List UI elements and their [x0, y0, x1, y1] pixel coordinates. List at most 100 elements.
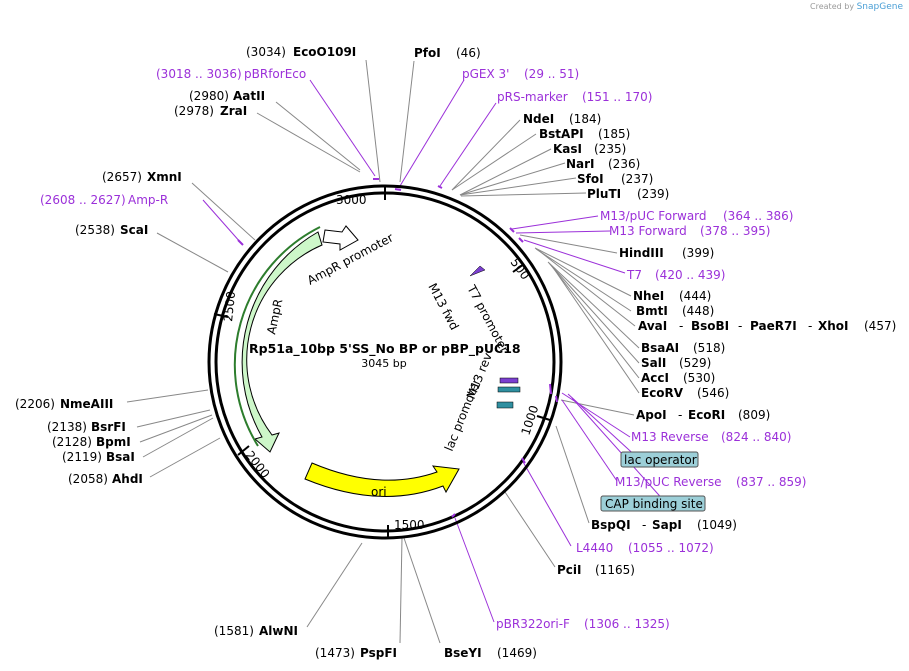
feature-range: (29 .. 51) [524, 67, 579, 81]
feature-amp-r[interactable]: (2608 .. 2627) Amp-R [40, 193, 168, 207]
site-ecoo109i[interactable]: (3034) EcoO109I [246, 45, 356, 59]
site-name: NheI [633, 289, 664, 303]
feature-pbrforeco[interactable]: (3018 .. 3036) pBRforEco [156, 67, 306, 81]
feature-pgex-3[interactable]: pGEX 3' (29 .. 51) [462, 67, 579, 81]
site-name: AccI [641, 371, 669, 385]
box-lac-operator[interactable]: lac operator [620, 451, 699, 468]
site-name: PciI [557, 563, 582, 577]
tick-label-2500: 2500 [221, 290, 238, 322]
site-position: (529) [679, 356, 711, 370]
site-name: SfoI [577, 172, 604, 186]
feature-name: pRS-marker [497, 90, 568, 104]
feature-m13-forward[interactable]: M13 Forward (378 .. 395) [609, 224, 770, 238]
site-aatii[interactable]: (2980) AatII [189, 89, 265, 103]
feature-range: (364 .. 386) [723, 209, 793, 223]
site-position: (2657) [102, 170, 142, 184]
box-label: CAP binding site [605, 497, 703, 511]
site-bspqi-sapi[interactable]: BspQI - SapI (1049) [591, 518, 737, 532]
site-name: SalI [641, 356, 666, 370]
site-name: NdeI [523, 112, 554, 126]
m13-fwd-label: M13 fwd [425, 281, 461, 333]
site-bseyi[interactable]: BseYI (1469) [444, 646, 537, 660]
site-nari[interactable]: NarI (236) [566, 157, 640, 171]
site-pspfi[interactable]: (1473) PspFI [315, 646, 397, 660]
site-position: (235) [594, 142, 626, 156]
site-name: HindIII [619, 246, 664, 260]
site-name-4: XhoI [818, 319, 849, 333]
site-apoi-ecori[interactable]: ApoI - EcoRI (809) [636, 408, 770, 422]
ampr-promoter-arrow [322, 225, 359, 251]
site-name: KasI [553, 142, 582, 156]
site-name-3: PaeR7I [750, 319, 797, 333]
site-acci[interactable]: AccI (530) [641, 371, 715, 385]
site-position: (237) [621, 172, 653, 186]
site-pluti[interactable]: PluTI (239) [587, 187, 669, 201]
site-position: (3034) [246, 45, 286, 59]
feature-name: pBRforEco [244, 67, 306, 81]
site-name: ScaI [120, 223, 148, 237]
site-name: PspFI [360, 646, 397, 660]
feature-marks [237, 178, 558, 518]
site-alwni[interactable]: (1581) AlwNI [214, 624, 298, 638]
site-bsaai[interactable]: BsaAI (518) [641, 341, 725, 355]
feature-range: (2608 .. 2627) [40, 193, 126, 207]
feature-range: (378 .. 395) [700, 224, 770, 238]
site-name-2: EcoRI [688, 408, 725, 422]
site-name: AatII [233, 89, 265, 103]
site-avai-group[interactable]: AvaI - BsoBI - PaeR7I - XhoI (457) [638, 319, 896, 333]
site-position: (185) [598, 127, 630, 141]
feature-prs-marker[interactable]: pRS-marker (151 .. 170) [497, 90, 652, 104]
site-bpmi[interactable]: (2128) BpmI [52, 435, 131, 449]
site-pcii[interactable]: PciI (1165) [557, 563, 635, 577]
site-hindiii[interactable]: HindIII (399) [619, 246, 714, 260]
feature-range: (1055 .. 1072) [628, 541, 714, 555]
site-position: (546) [697, 386, 729, 400]
site-ndei[interactable]: NdeI (184) [523, 112, 601, 126]
site-name: AlwNI [259, 624, 298, 638]
site-nmeaiii[interactable]: (2206) NmeAIII [15, 397, 113, 411]
site-xmni[interactable]: (2657) XmnI [102, 170, 182, 184]
primer-marks [469, 265, 521, 409]
site-kasi[interactable]: KasI (235) [553, 142, 626, 156]
site-sali[interactable]: SalI (529) [641, 356, 711, 370]
site-sfoi[interactable]: SfoI (237) [577, 172, 653, 186]
site-position: (809) [738, 408, 770, 422]
site-name: EcoRV [641, 386, 684, 400]
site-name: NarI [566, 157, 595, 171]
feature-t7[interactable]: T7 (420 .. 439) [626, 268, 725, 282]
site-position: (2058) [68, 472, 108, 486]
feature-name: pBR322ori-F [496, 617, 570, 631]
site-name-2: SapI [652, 518, 682, 532]
site-name: ApoI [636, 408, 667, 422]
site-name: PluTI [587, 187, 621, 201]
feature-range: (837 .. 859) [736, 475, 806, 489]
site-name: PfoI [414, 46, 441, 60]
site-bstapi[interactable]: BstAPI (185) [539, 127, 630, 141]
site-position: (1581) [214, 624, 254, 638]
site-zrai[interactable]: (2978) ZraI [174, 104, 247, 118]
site-nhei[interactable]: NheI (444) [633, 289, 711, 303]
feature-name: L4440 [576, 541, 613, 555]
site-ecorv[interactable]: EcoRV (546) [641, 386, 729, 400]
feature-pbr322ori-f[interactable]: pBR322ori-F (1306 .. 1325) [496, 617, 670, 631]
feature-m13-reverse[interactable]: M13 Reverse (824 .. 840) [631, 430, 791, 444]
site-bmti[interactable]: BmtI (448) [636, 304, 714, 318]
box-cap-binding-site[interactable]: CAP binding site [600, 495, 706, 512]
feature-name: M13 Forward [609, 224, 687, 238]
site-position: (236) [608, 157, 640, 171]
site-bsrfi[interactable]: (2138) BsrFI [47, 420, 126, 434]
feature-range: (420 .. 439) [655, 268, 725, 282]
feature-m13-puc-forward[interactable]: M13/pUC Forward (364 .. 386) [600, 209, 793, 223]
feature-l4440[interactable]: L4440 (1055 .. 1072) [576, 541, 714, 555]
credit-brand: SnapGene [856, 2, 903, 12]
site-bsai[interactable]: (2119) BsaI [62, 450, 135, 464]
site-position: (239) [637, 187, 669, 201]
site-scai[interactable]: (2538) ScaI [75, 223, 148, 237]
site-pfoi[interactable]: PfoI (46) [414, 46, 481, 60]
svg-text:-: - [642, 518, 646, 532]
feature-name: M13 Reverse [631, 430, 709, 444]
site-name: NmeAIII [60, 397, 113, 411]
feature-m13-puc-reverse[interactable]: M13/pUC Reverse (837 .. 859) [615, 475, 806, 489]
site-ahdi[interactable]: (2058) AhdI [68, 472, 143, 486]
